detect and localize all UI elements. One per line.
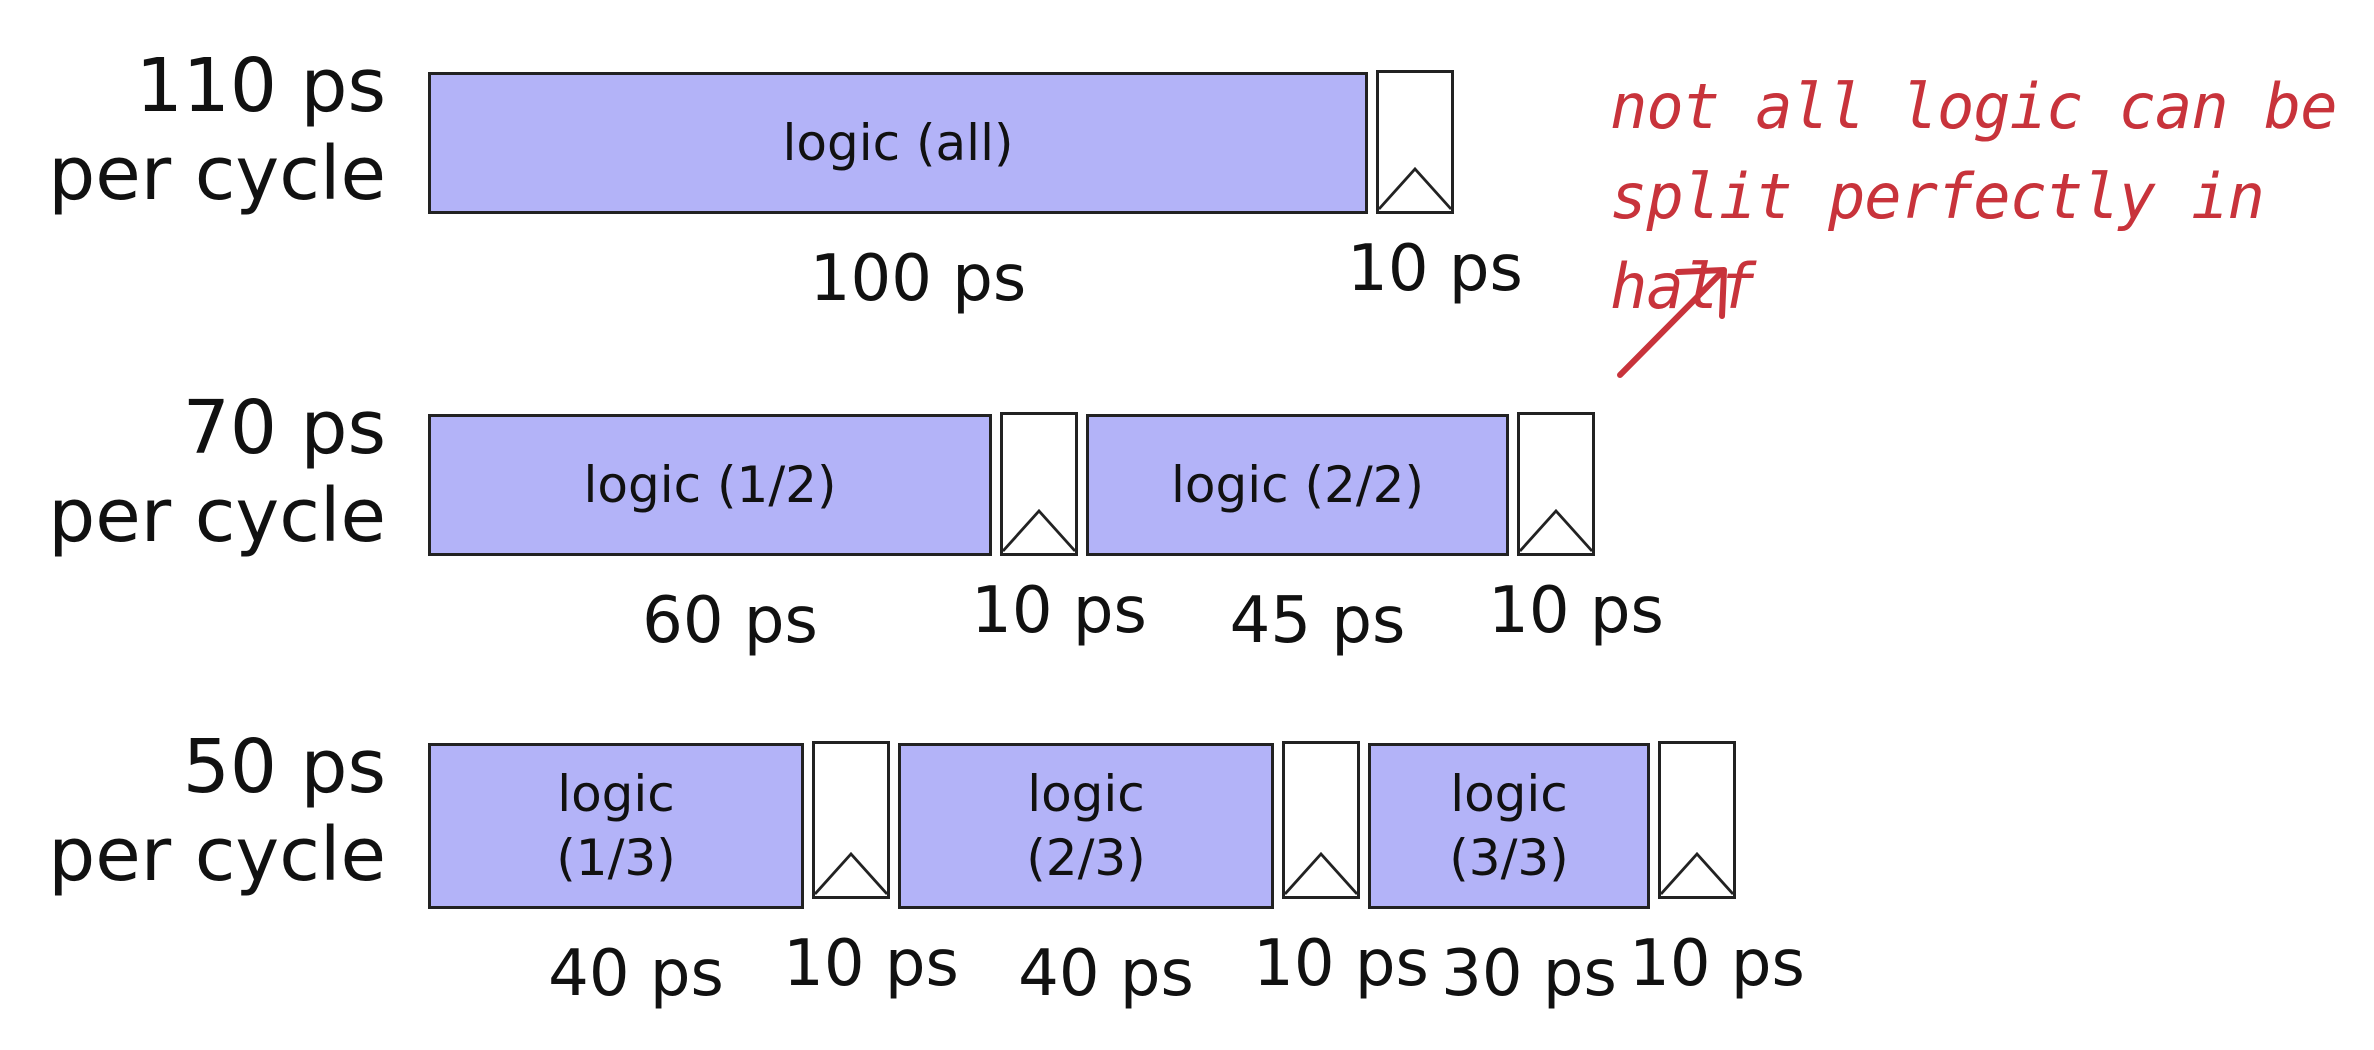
cycle-time-value: 110 ps — [135, 43, 386, 129]
logic-stage-box: logic (1/3) — [428, 743, 804, 909]
clock-triangle-icon — [1284, 851, 1358, 896]
logic-stage-box: logic (1/2) — [428, 414, 992, 556]
cycle-time-unit: per cycle — [48, 812, 386, 898]
clock-triangle-icon — [1378, 166, 1452, 211]
clock-triangle-icon — [1660, 851, 1734, 896]
pipeline-register — [1000, 412, 1078, 556]
cycle-time-unit: per cycle — [48, 473, 386, 559]
logic-delay-label: 60 ps — [642, 584, 818, 658]
pipeline-register — [1517, 412, 1595, 556]
cycle-time-unit: per cycle — [48, 131, 386, 217]
logic-delay-label: 45 ps — [1229, 584, 1406, 658]
pipeline-register — [1658, 741, 1736, 899]
clock-triangle-icon — [814, 851, 888, 896]
pipeline-register — [1376, 70, 1454, 214]
logic-delay-label: 40 ps — [1018, 937, 1194, 1011]
annotation-note: not all logic can be split perfectly in … — [1610, 70, 2338, 323]
latch-delay-label: 10 ps — [971, 574, 1147, 648]
logic-stage-box: logic (all) — [428, 72, 1368, 214]
pipeline-register — [1282, 741, 1360, 899]
clock-triangle-icon — [1519, 508, 1593, 553]
logic-stage-box: logic (3/3) — [1368, 743, 1650, 909]
cycle-time-value: 50 ps — [182, 724, 386, 810]
clock-triangle-icon — [1002, 508, 1076, 553]
latch-delay-label: 10 ps — [1629, 927, 1805, 1001]
cycle-time-value: 70 ps — [182, 385, 386, 471]
latch-delay-label: 10 ps — [1488, 574, 1664, 648]
logic-delay-label: 40 ps — [548, 937, 724, 1011]
arrow-up-right-icon — [1617, 267, 1727, 378]
logic-delay-label: 100 ps — [809, 242, 1027, 316]
pipeline-register — [812, 741, 890, 899]
latch-delay-label: 10 ps — [1253, 927, 1429, 1001]
logic-delay-label: 30 ps — [1441, 937, 1617, 1011]
latch-delay-label: 10 ps — [1347, 232, 1523, 306]
latch-delay-label: 10 ps — [783, 927, 959, 1001]
logic-stage-box: logic (2/3) — [898, 743, 1274, 909]
logic-stage-box: logic (2/2) — [1086, 414, 1509, 556]
